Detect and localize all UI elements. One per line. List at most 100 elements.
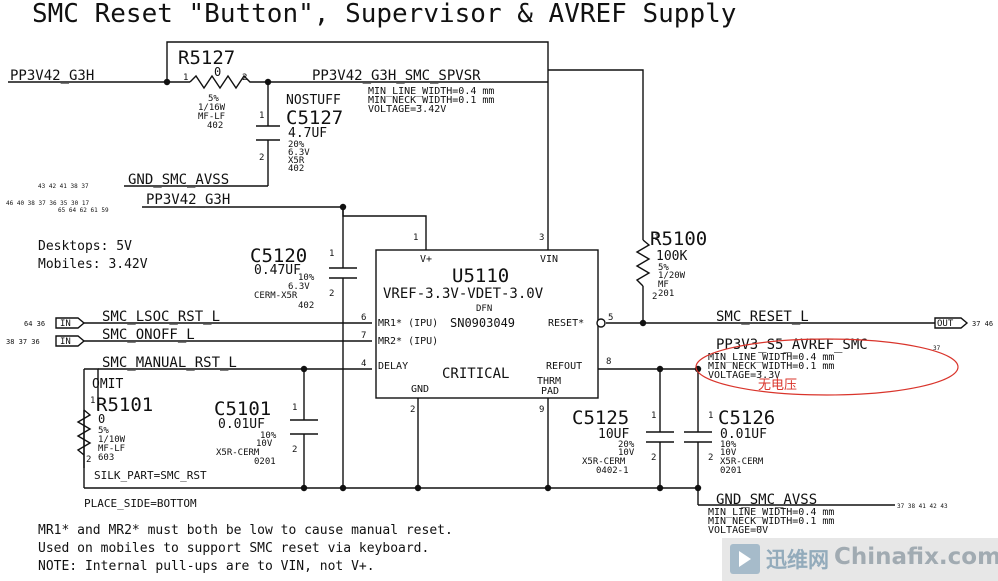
c5125-tolerance: 20%	[618, 440, 635, 450]
u5110-pin-gnd-number: 2	[410, 405, 415, 415]
c5125-type: X5R-CERM	[582, 457, 626, 467]
u5110-pin-gnd: GND	[411, 384, 429, 395]
c5101-value: 0.01UF	[218, 417, 265, 432]
page-refs-reset: 37 46	[972, 320, 993, 328]
c5120-type: CERM-X5R	[254, 291, 298, 301]
spvsr-constraint-line-width: MIN_LINE_WIDTH=0.4 mm	[368, 86, 494, 97]
c5101-pin2: 2	[292, 445, 297, 455]
c5125-pin2: 2	[651, 453, 656, 463]
u5110-pin-reset: RESET*	[548, 318, 584, 329]
page-refs-pp3v42-row1: 46 40 38 37 36 35 30 17	[6, 200, 89, 207]
u5110-package: DFN	[476, 304, 492, 314]
u5110-pin-mr1: MR1* (IPU)	[378, 318, 438, 329]
c5120-pin1: 1	[329, 249, 334, 259]
c5127-pin2: 2	[259, 153, 264, 163]
r5100-pin1: 1	[654, 233, 659, 243]
page-refs-avref: 37	[933, 345, 941, 352]
r5100-pin2: 2	[652, 292, 657, 302]
r5127-pin2: 2	[242, 73, 247, 83]
r5100-type: MF	[658, 280, 669, 290]
c5125-package: 0402-1	[596, 466, 629, 476]
annotation-no-voltage: 无电压	[758, 378, 797, 393]
capacitor-c5125-symbol	[646, 431, 674, 443]
avref-constraint-voltage: VOLTAGE=3.3V	[708, 370, 780, 381]
c5127-value: 4.7UF	[288, 126, 327, 141]
c5101-type: X5R-CERM	[216, 448, 260, 458]
net-label-smc-lsoc-rst-l: SMC_LSOC_RST_L	[102, 309, 220, 325]
r5127-ref: R5127	[178, 47, 235, 69]
c5126-tolerance: 10%	[720, 440, 737, 450]
c5126-package: 0201	[720, 466, 742, 476]
port-out-reset: OUT 37 46	[934, 317, 993, 329]
c5127-dielectric: X5R	[288, 156, 305, 166]
r5101-package: 603	[98, 453, 114, 463]
port-out-reset-label: OUT	[937, 319, 954, 329]
r5127-package: 402	[207, 121, 223, 131]
r5101-silk-part: SILK_PART=SMC_RST	[94, 469, 207, 482]
note-line-3: NOTE: Internal pull-ups are to VIN, not …	[38, 559, 375, 574]
u5110-pin-mr1-number: 6	[361, 313, 366, 323]
page-refs-gnd-top: 43 42 41 38 37	[38, 183, 89, 190]
net-label-smc-reset-l: SMC_RESET_L	[716, 309, 809, 325]
u5110-part-number: SN0903049	[450, 316, 515, 330]
page-refs-pp3v42-row2: 65 64 62 61 59	[58, 207, 109, 214]
c5126-ref: C5126	[718, 407, 775, 429]
u5110-pin-vplus-number: 1	[413, 233, 418, 243]
note-mobiles-voltage: Mobiles: 3.42V	[38, 257, 148, 272]
spvsr-constraint-neck-width: MIN_NECK_WIDTH=0.1 mm	[368, 95, 494, 106]
place-side-note: PLACE_SIDE=BOTTOM	[84, 497, 197, 510]
u5110-pin-mr2-number: 7	[361, 331, 366, 341]
r5101-tolerance: 5%	[98, 426, 109, 436]
r5100-tolerance: 5%	[658, 263, 669, 273]
net-label-pp3v3-s5-avref-smc: PP3V3_S5_AVREF_SMC	[716, 337, 868, 353]
page-refs-gnd-bottom: 37 38 41 42 43	[897, 503, 948, 510]
u5110-pin-vplus: V+	[420, 254, 432, 265]
annotation-ellipse	[695, 338, 959, 396]
c5125-ref: C5125	[572, 407, 629, 429]
r5127-power: 1/16W	[198, 103, 226, 113]
spvsr-constraint-voltage: VOLTAGE=3.42V	[368, 104, 446, 115]
r5100-ref: R5100	[650, 228, 707, 250]
avref-constraint-line-width: MIN_LINE_WIDTH=0.4 mm	[708, 352, 834, 363]
u5110-pin-reset-number: 5	[608, 313, 613, 323]
junction-dots	[163, 78, 702, 492]
note-line-2: Used on mobiles to support SMC reset via…	[38, 541, 429, 556]
u5110-pin-thrm: THRM	[537, 376, 561, 387]
gnd-constraint-neck-width: MIN_NECK_WIDTH=0.1 mm	[708, 516, 834, 527]
c5101-package: 0201	[254, 457, 276, 467]
c5125-voltage: 10V	[618, 448, 635, 458]
watermark-logo-icon	[730, 544, 760, 574]
u5110-pin-refout-number: 8	[606, 357, 611, 367]
r5101-power: 1/10W	[98, 435, 126, 445]
c5127-package: 402	[288, 164, 304, 174]
net-label-pp3v42-g3h-mid: PP3V42_G3H	[146, 192, 230, 208]
u5110-pin-refout: REFOUT	[546, 361, 582, 372]
c5101-tolerance: 10%	[260, 431, 277, 441]
resistor-r5101: OMIT R5101 1 0 5% 1/10W MF-LF 2 603 SILK…	[76, 377, 207, 482]
u5110-function: VREF-3.3V-VDET-3.0V	[383, 286, 544, 302]
resistor-r5101-symbol	[76, 409, 92, 456]
c5120-ref: C5120	[250, 245, 307, 267]
c5127-pin1: 1	[259, 111, 264, 121]
r5100-value: 100K	[656, 249, 687, 264]
c5101-pin1: 1	[292, 403, 297, 413]
resistor-r5100: R5100 1 100K 5% 1/20W MF 2 201	[635, 228, 707, 302]
port-in-lsoc: IN 64 36	[24, 317, 86, 329]
c5120-value: 0.47UF	[254, 263, 301, 278]
r5101-pin1: 1	[90, 396, 95, 406]
ic-u5110: U5110 VREF-3.3V-VDET-3.0V DFN SN0903049 …	[361, 233, 613, 415]
c5126-type: X5R-CERM	[720, 457, 764, 467]
watermark-en: Chinafix.com	[834, 544, 998, 570]
c5126-value: 0.01UF	[720, 427, 767, 442]
c5127-stuff-flag: NOSTUFF	[286, 93, 341, 108]
r5101-pin2: 2	[86, 455, 91, 465]
c5127-tolerance: 20%	[288, 140, 305, 150]
wires	[8, 41, 935, 506]
capacitor-c5127-symbol	[256, 125, 280, 141]
c5120-package: 402	[298, 301, 314, 311]
r5100-power: 1/20W	[658, 271, 686, 281]
capacitor-c5120: C5120 0.47UF 1 2 10% 6.3V CERM-X5R 402	[250, 245, 357, 311]
u5110-ref: U5110	[452, 265, 509, 287]
c5126-voltage: 10V	[720, 448, 737, 458]
